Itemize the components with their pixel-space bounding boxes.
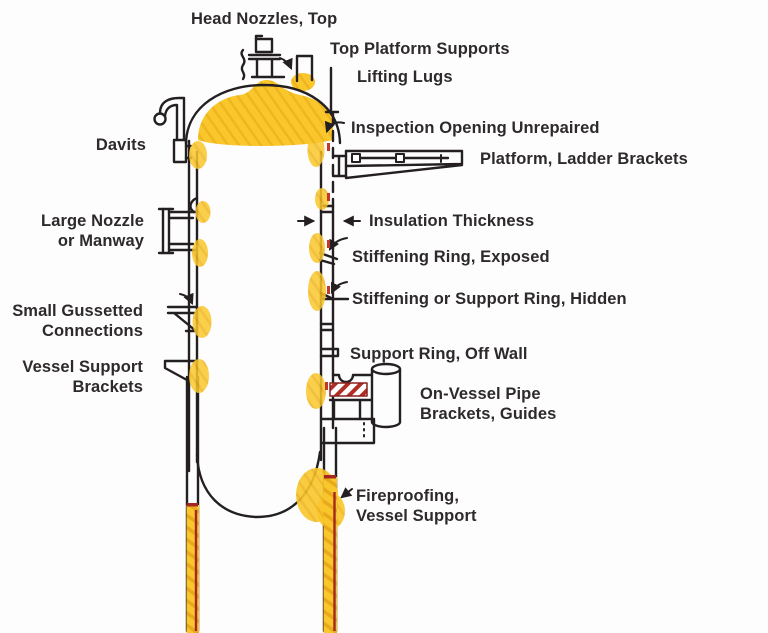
label-insulation-thickness: Insulation Thickness bbox=[369, 212, 535, 230]
top-platform-support-line bbox=[324, 66, 340, 114]
label-small-gussetted-connections: Small Gussetted Connections bbox=[12, 302, 143, 341]
highlight-nozzle-bottom bbox=[192, 239, 208, 267]
label-top-platform-supports: Top Platform Supports bbox=[330, 40, 510, 58]
highlight-davit-bracket bbox=[189, 141, 207, 169]
label-stiffening-ring-hidden: Stiffening or Support Ring, Hidden bbox=[352, 290, 627, 308]
highlight-vessel-support-bracket bbox=[189, 359, 209, 393]
label-fireproofing-vessel-support: Fireproofing, Vessel Support bbox=[356, 487, 477, 526]
highlight-gussetted-connection bbox=[192, 306, 212, 338]
small-gussetted-connection-drawing bbox=[166, 292, 199, 333]
label-inspection-opening: Inspection Opening Unrepaired bbox=[351, 119, 600, 137]
large-nozzle-drawing bbox=[157, 196, 199, 255]
highlight-fireproofing bbox=[296, 468, 345, 529]
highlight-pipe-bracket bbox=[306, 373, 326, 409]
label-davits: Davits bbox=[95, 136, 146, 154]
label-vessel-support-brackets: Vessel Support Brackets bbox=[22, 358, 143, 397]
label-stiffening-ring-exposed: Stiffening Ring, Exposed bbox=[352, 248, 550, 266]
davit-drawing bbox=[153, 96, 193, 164]
platform-ladder-bracket-drawing bbox=[331, 149, 464, 180]
highlight-platform-bracket bbox=[315, 188, 329, 210]
label-on-vessel-pipe-brackets: On-Vessel Pipe Brackets, Guides bbox=[420, 385, 557, 424]
label-platform-ladder-brackets: Platform, Ladder Brackets bbox=[480, 150, 688, 168]
highlight-marks bbox=[186, 133, 345, 633]
label-lifting-lugs: Lifting Lugs bbox=[357, 68, 453, 86]
highlight-nozzle-top bbox=[195, 201, 211, 223]
label-support-ring-off-wall: Support Ring, Off Wall bbox=[350, 345, 528, 363]
pipe-bracket-drawing bbox=[320, 362, 402, 445]
label-head-nozzles-top: Head Nozzles, Top bbox=[191, 10, 338, 28]
support-ring-off-wall-drawing bbox=[319, 347, 340, 358]
highlight-stiffening-hidden bbox=[308, 271, 326, 311]
highlight-stiffening-exposed bbox=[309, 233, 325, 263]
head-nozzle-drawing bbox=[240, 34, 286, 81]
highlight-inspection-opening bbox=[307, 133, 325, 167]
label-large-nozzle-or-manway: Large Nozzle or Manway bbox=[41, 212, 144, 251]
inspection-opening-arrow bbox=[324, 120, 345, 134]
vessel-support-bracket-drawing bbox=[163, 359, 199, 382]
red-accent-marks bbox=[187, 143, 336, 631]
lifting-lug-drawing bbox=[279, 54, 314, 83]
fireproofing-arrow bbox=[340, 487, 353, 499]
